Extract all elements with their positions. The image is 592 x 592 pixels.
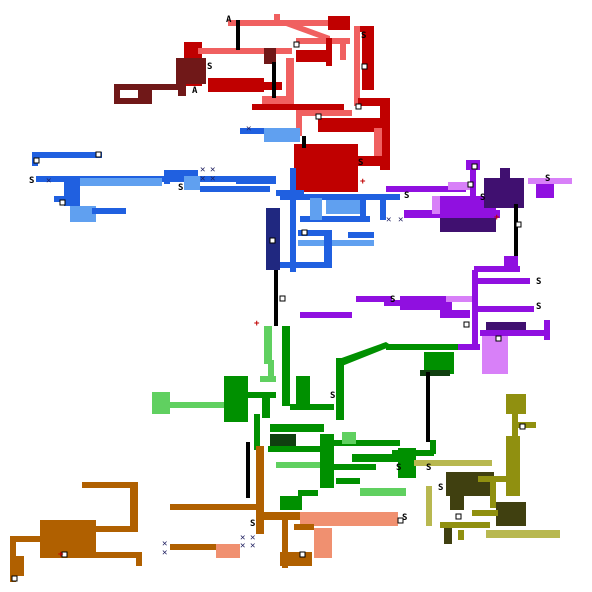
map-label: S [361, 31, 366, 41]
door-marker [279, 295, 286, 302]
door-marker [515, 221, 522, 228]
olive-region [414, 394, 560, 544]
map-label: S [480, 193, 485, 203]
map-label: S [536, 302, 541, 312]
door-marker [293, 41, 300, 48]
door-marker [33, 157, 40, 164]
door-marker [355, 103, 362, 110]
map-label: S [250, 519, 255, 529]
map-label: S [545, 174, 550, 184]
cross-marker: ✕ [200, 174, 205, 184]
cross-marker: ✕ [200, 165, 205, 175]
red-region [114, 14, 390, 192]
door-marker [269, 237, 276, 244]
cross-marker: ✕ [162, 548, 167, 558]
door-marker [519, 423, 526, 430]
cross-marker: ✕ [250, 533, 255, 543]
map-label: A [192, 86, 198, 96]
door-marker [471, 163, 478, 170]
map-label: S [330, 391, 335, 401]
plus-marker: + [58, 550, 64, 560]
brown-region [10, 446, 398, 582]
cross-marker: ✕ [210, 174, 215, 184]
map-label: S [426, 463, 431, 473]
map-label: S [404, 191, 409, 201]
door-marker [11, 575, 18, 582]
door-marker [455, 513, 462, 520]
door-marker [95, 151, 102, 158]
cross-marker: ✕ [246, 124, 251, 134]
map-label: S [178, 183, 183, 193]
cross-marker: ✕ [250, 541, 255, 551]
cross-marker: ✕ [240, 541, 245, 551]
cross-marker: ✕ [386, 215, 391, 225]
map-label: S [390, 295, 395, 305]
green-region [152, 326, 458, 510]
cross-marker: ✕ [240, 533, 245, 543]
door-marker [301, 229, 308, 236]
door-marker [315, 113, 322, 120]
door-marker [61, 551, 68, 558]
door-marker [467, 181, 474, 188]
purple-region [300, 160, 572, 374]
door-marker [59, 199, 66, 206]
map-label: S [536, 277, 541, 287]
blue-region [32, 128, 400, 326]
plus-marker: + [254, 319, 260, 329]
map-label: S [29, 176, 34, 186]
map-label: S [396, 463, 401, 473]
cross-marker: ✕ [46, 176, 51, 186]
door-marker [495, 335, 502, 342]
plus-marker: + [360, 177, 366, 187]
plus-marker: + [494, 213, 500, 223]
door-marker [397, 517, 404, 524]
door-marker [299, 551, 306, 558]
map-label: S [402, 513, 407, 523]
door-marker [463, 321, 470, 328]
cross-marker: ✕ [398, 215, 403, 225]
map-label: A [226, 15, 232, 25]
cross-marker: ✕ [210, 165, 215, 175]
map-label: S [358, 158, 363, 168]
map-label: S [438, 483, 443, 493]
cross-marker: ✕ [162, 539, 167, 549]
door-marker [361, 63, 368, 70]
map-label: S [207, 62, 212, 72]
